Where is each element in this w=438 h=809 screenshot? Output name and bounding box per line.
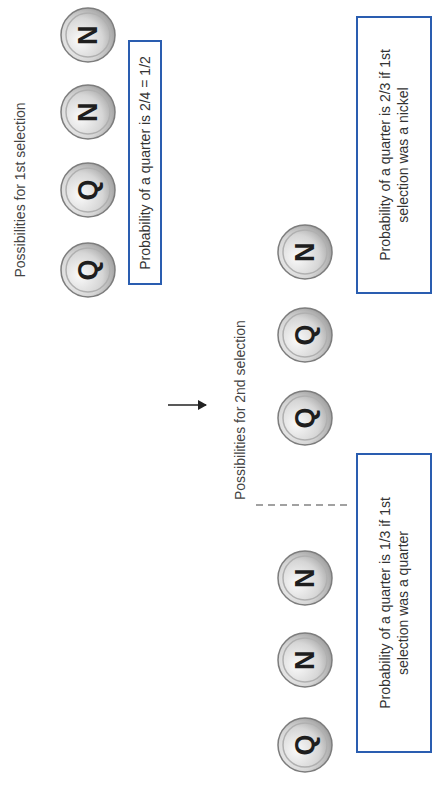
coin-rim: [66, 13, 110, 57]
coin: [61, 243, 115, 297]
coin-letter: N: [290, 651, 320, 671]
coin-letter: Q: [290, 734, 320, 755]
box-text: Probability of a quarter is 2/4 = 1/2: [136, 56, 154, 270]
coin-rim: [283, 230, 327, 274]
coin-rim: [283, 313, 327, 357]
box-text: Probability of a quarter is 1/3 if 1st s…: [376, 472, 412, 734]
coin-letter: Q: [290, 407, 320, 428]
arrow: [168, 404, 206, 406]
coin-letter: Q: [73, 259, 103, 280]
coin-letter: N: [73, 26, 103, 46]
coin-letter: N: [290, 569, 320, 589]
section-heading: Possibilities for 2nd selection: [231, 320, 249, 500]
coin: [61, 8, 115, 62]
coin-letter: Q: [73, 179, 103, 200]
coin-rim: [283, 556, 327, 600]
coin: [278, 391, 332, 445]
coin: [278, 633, 332, 687]
coin: [278, 225, 332, 279]
coin-letter: N: [73, 103, 103, 123]
coin: [278, 551, 332, 605]
coin-rim: [283, 638, 327, 682]
coin-rim: [283, 723, 327, 767]
coin-rim: [66, 90, 110, 134]
coin: [61, 163, 115, 217]
coin-rim: [66, 168, 110, 212]
probability-box: Probability of a quarter is 2/4 = 1/2: [128, 41, 162, 286]
coin-rim: [283, 396, 327, 440]
coin: [278, 718, 332, 772]
coin-letter: N: [290, 243, 320, 263]
coin-rim: [66, 248, 110, 292]
coin: [61, 85, 115, 139]
probability-box: Probability of a quarter is 2/3 if 1st s…: [356, 16, 432, 294]
coin-letter: Q: [290, 324, 320, 345]
coin: [278, 308, 332, 362]
box-text: Probability of a quarter is 2/3 if 1st s…: [376, 24, 412, 286]
section-heading: Possibilities for 1st selection: [11, 102, 29, 277]
probability-box: Probability of a quarter is 1/3 if 1st s…: [356, 453, 432, 753]
dashed-divider: [256, 504, 350, 505]
